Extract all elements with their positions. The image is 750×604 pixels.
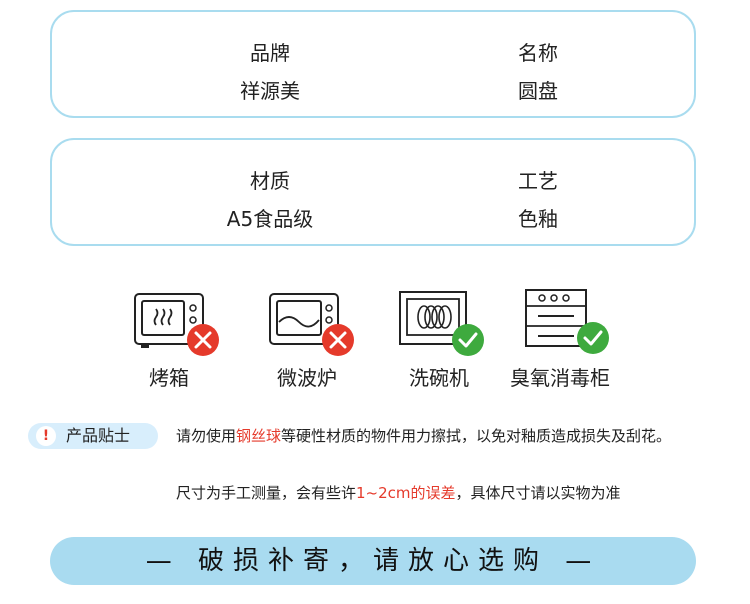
brand-column: 品牌 祥源美 <box>170 34 370 110</box>
name-value: 圆盘 <box>518 79 558 103</box>
craft-label: 工艺 <box>518 169 558 193</box>
usage-microwave <box>267 288 377 388</box>
craft-value: 色釉 <box>518 207 558 231</box>
name-column: 名称 圆盘 <box>438 34 638 110</box>
product-tips-badge: ! 产品贴士 <box>28 423 158 449</box>
tip-size: 尺寸为手工测量，会有些许1~2cm的误差，具体尺寸请以实物为准 <box>176 483 706 503</box>
not-allowed-icon <box>322 324 354 356</box>
material-label: 材质 <box>250 169 290 193</box>
product-tips-title: 产品贴士 <box>66 426 131 445</box>
name-label: 名称 <box>518 41 558 65</box>
tip-size-pre: 尺寸为手工测量，会有些许 <box>176 484 357 502</box>
exclamation-icon: ! <box>36 426 56 446</box>
dishwasher-label: 洗碗机 <box>409 366 469 390</box>
brand-label: 品牌 <box>250 41 290 65</box>
material-value: A5食品级 <box>226 207 314 231</box>
not-allowed-icon <box>187 324 219 356</box>
guarantee-banner-text: — 破损补寄，请放心选购 — <box>145 546 601 576</box>
tip-size-post: ，具体尺寸请以实物为准 <box>455 484 621 502</box>
oven-icon <box>134 293 204 348</box>
usage-ozone-cabinet <box>524 288 634 388</box>
microwave-icon <box>269 293 339 345</box>
tip-size-highlight: 1~2cm的误差 <box>356 484 456 502</box>
microwave-label: 微波炉 <box>277 366 337 390</box>
ozone-cabinet-label: 臭氧消毒柜 <box>510 366 610 390</box>
brand-value: 祥源美 <box>240 79 300 103</box>
tip-cleaning-highlight: 钢丝球 <box>236 427 282 445</box>
info-card-material: 材质 A5食品级 工艺 色釉 <box>50 138 696 246</box>
tip-cleaning-post: 等硬性材质的物件用力擦拭，以免对釉质造成损失及刮花。 <box>281 427 672 445</box>
info-card-brand: 品牌 祥源美 名称 圆盘 <box>50 10 696 118</box>
disinfection-cabinet-icon <box>525 289 587 347</box>
tip-cleaning-pre: 请勿使用 <box>176 427 237 445</box>
oven-label: 烤箱 <box>149 366 189 390</box>
craft-column: 工艺 色釉 <box>438 162 638 238</box>
usage-oven <box>132 288 242 388</box>
guarantee-banner: — 破损补寄，请放心选购 — <box>50 537 696 585</box>
usage-dishwasher <box>398 288 508 388</box>
material-column: 材质 A5食品级 <box>170 162 370 238</box>
allowed-check-icon <box>452 324 484 356</box>
tip-cleaning: 请勿使用钢丝球等硬性材质的物件用力擦拭，以免对釉质造成损失及刮花。 <box>176 426 706 446</box>
allowed-check-icon <box>577 322 609 354</box>
